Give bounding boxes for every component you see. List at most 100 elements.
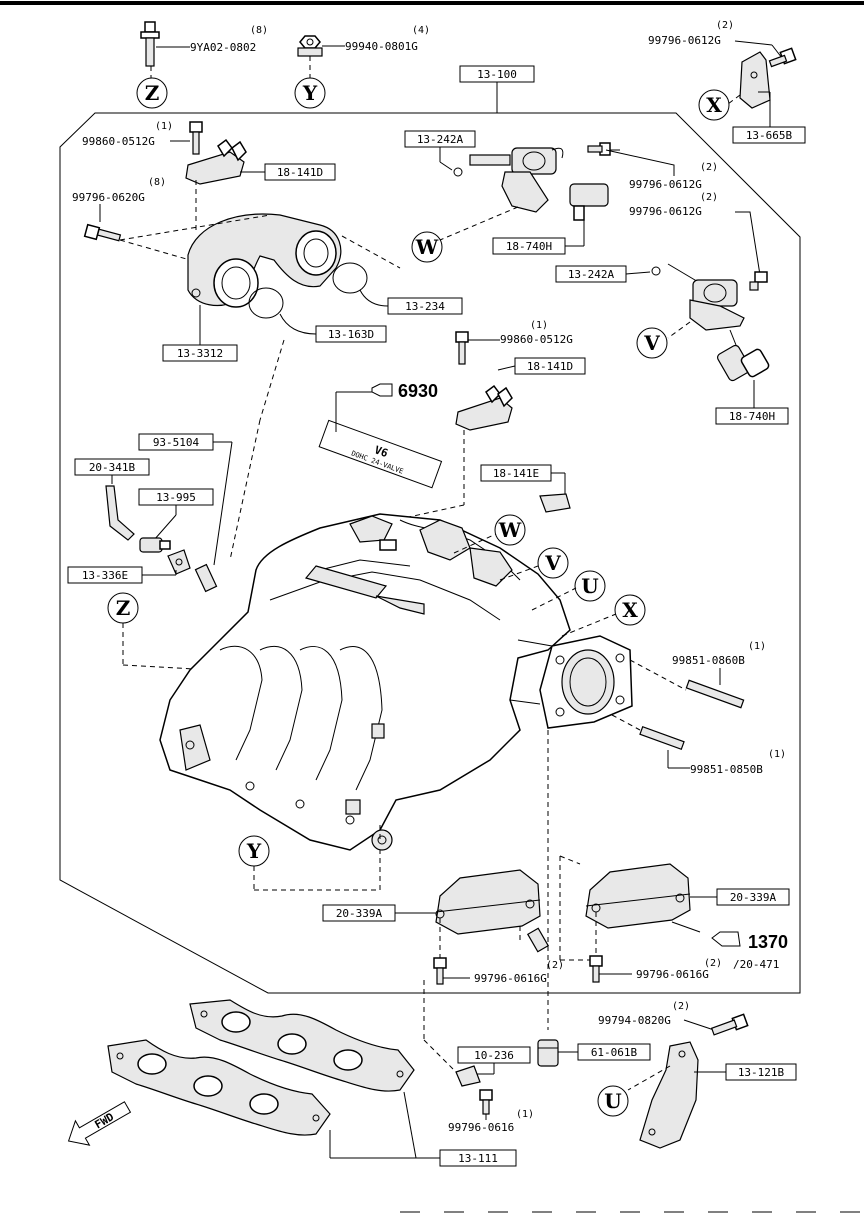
- solenoid-valve-upper-part: [469, 147, 564, 213]
- part-number: 99796-0620G: [72, 191, 145, 204]
- svg-text:10-236: 10-236: [474, 1049, 514, 1062]
- callout-18-740h-lower: 18-740H: [715, 407, 789, 425]
- gasket-13-163d-part: [248, 287, 284, 319]
- part-quantity: (1): [155, 121, 173, 132]
- ref-1370: 1370: [711, 931, 788, 952]
- part-number: 99851-0860B: [672, 654, 745, 667]
- port-cover-left-part: [435, 869, 541, 935]
- part-quantity: (1): [748, 641, 766, 652]
- callout-20-339a-left: 20-339A: [322, 904, 396, 922]
- svg-text:61-061B: 61-061B: [591, 1046, 638, 1059]
- plug-icon: [526, 927, 550, 953]
- svg-text:18-141E: 18-141E: [493, 467, 539, 480]
- callout-13-100: 13-100: [459, 65, 535, 83]
- svg-text:Y: Y: [246, 839, 262, 863]
- svg-text:13-121B: 13-121B: [738, 1066, 785, 1079]
- clip-icon: [455, 1065, 481, 1087]
- solenoid-valve-mid-part: [569, 183, 609, 221]
- callout-18-740h-upper: 18-740H: [492, 237, 566, 255]
- svg-text:13-3312: 13-3312: [177, 347, 223, 360]
- throttle-flange-part: [539, 635, 633, 729]
- callout-13-3312: 13-3312: [162, 344, 238, 362]
- svg-text:13-111: 13-111: [458, 1152, 498, 1165]
- svg-text:X: X: [706, 93, 722, 117]
- svg-text:Y: Y: [302, 81, 318, 105]
- svg-text:93-5104: 93-5104: [153, 436, 200, 449]
- svg-text:13-336E: 13-336E: [82, 569, 128, 582]
- part-quantity: (2): [700, 162, 718, 173]
- bolt-icon: [189, 121, 203, 155]
- intake-adapter-part: [187, 213, 342, 308]
- svg-text:X: X: [622, 598, 638, 622]
- marker-w-lower: W: [494, 514, 526, 546]
- part-quantity: (2): [704, 958, 722, 969]
- callout-18-141e: 18-141E: [480, 464, 552, 482]
- clip-icon: [539, 493, 571, 513]
- svg-text:FWD: FWD: [92, 1110, 116, 1131]
- part-number: 99796-0616G: [474, 972, 547, 985]
- svg-text:13-665B: 13-665B: [746, 129, 793, 142]
- callout-20-339a-right: 20-339A: [716, 888, 790, 906]
- callout-93-5104: 93-5104: [138, 433, 214, 451]
- svg-text:18-740H: 18-740H: [729, 410, 775, 423]
- svg-text:V: V: [643, 331, 660, 355]
- part-quantity: (2): [672, 1001, 690, 1012]
- svg-text:20-341B: 20-341B: [89, 461, 136, 474]
- part-number: 99860-0512G: [500, 333, 573, 346]
- svg-text:13-163D: 13-163D: [328, 328, 374, 341]
- part-quantity: (1): [516, 1109, 534, 1120]
- part-quantity: (8): [250, 25, 268, 36]
- callout-13-665b: 13-665B: [732, 126, 806, 144]
- callout-13-163d: 13-163D: [315, 325, 387, 343]
- part-quantity: (1): [768, 749, 786, 760]
- svg-text:13-242A: 13-242A: [417, 133, 464, 146]
- svg-text:W: W: [498, 518, 522, 542]
- bracket-18-141d-lower-part: [455, 384, 513, 431]
- part-number: 99796-0616: [448, 1121, 514, 1134]
- gasket-13-234-part: [332, 262, 368, 294]
- hose-part: [105, 485, 135, 541]
- marker-w-upper: W: [411, 231, 443, 263]
- bracket-18-141d-part: [185, 138, 247, 185]
- cap-icon: [537, 1039, 559, 1067]
- svg-text:13-234: 13-234: [405, 300, 445, 313]
- marker-x-lower: X: [614, 594, 646, 626]
- callout-13-995: 13-995: [138, 488, 214, 506]
- svg-text:18-141D: 18-141D: [277, 166, 323, 179]
- marker-y-top: Y: [294, 77, 326, 109]
- callout-10-236: 10-236: [457, 1046, 531, 1064]
- bolt-icon: [455, 331, 469, 365]
- marker-v-upper: V: [636, 327, 668, 359]
- bolt-icon: [83, 223, 122, 242]
- intake-gasket-lower-part: [107, 1039, 331, 1136]
- bolt-icon: [710, 1013, 749, 1036]
- callout-13-234: 13-234: [387, 297, 463, 315]
- bolt-icon: [479, 1089, 493, 1115]
- part-number: 99796-0616G: [636, 968, 709, 981]
- svg-text:1370: 1370: [748, 932, 788, 952]
- marker-z-top: Z: [136, 77, 168, 109]
- bolt-icon: [433, 957, 447, 985]
- svg-text:V6: V6: [373, 443, 390, 460]
- svg-text:U: U: [604, 1089, 621, 1113]
- bracket-13-121b-part: [639, 1041, 699, 1149]
- svg-text:18-740H: 18-740H: [506, 240, 552, 253]
- part-quantity: (2): [546, 960, 564, 971]
- callout-13-242a-upper: 13-242A: [404, 130, 476, 148]
- svg-text:V: V: [544, 551, 561, 575]
- callout-61-061b: 61-061B: [577, 1043, 651, 1061]
- callout-18-141d-lower: 18-141D: [514, 357, 586, 375]
- callout-13-121b: 13-121B: [725, 1063, 797, 1081]
- part-quantity: (2): [716, 20, 734, 31]
- part-number: 99796-0612G: [648, 34, 721, 47]
- marker-x-top: X: [698, 89, 730, 121]
- intake-manifold-part: [159, 513, 571, 851]
- washer-icon: [167, 549, 191, 575]
- svg-text:18-141D: 18-141D: [527, 360, 573, 373]
- svg-text:Z: Z: [145, 81, 160, 105]
- svg-text:U: U: [581, 574, 598, 598]
- callout-18-141d-upper: 18-141D: [264, 163, 336, 181]
- nut-icon: [297, 35, 323, 57]
- part-quantity: (2): [700, 192, 718, 203]
